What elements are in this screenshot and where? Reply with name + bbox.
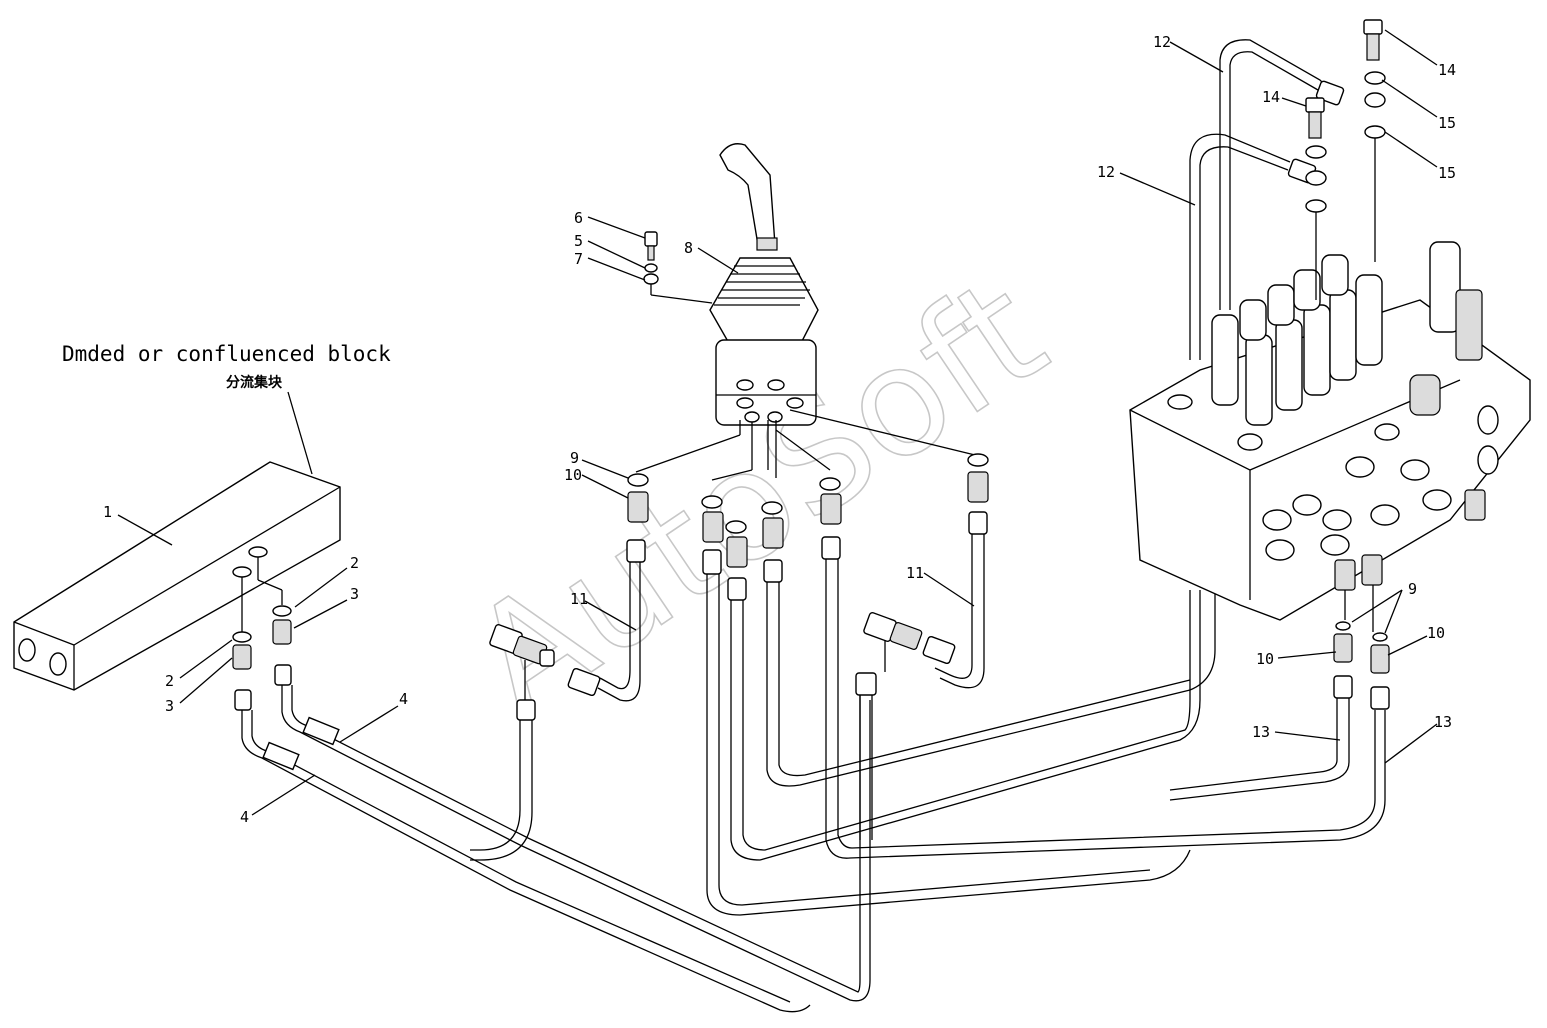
leader-lines [117,29,1438,816]
callout-3: 3 [350,585,359,603]
callout-4: 4 [399,690,408,708]
callout-10: 10 [1256,650,1274,668]
callout-6: 6 [574,209,583,227]
callout-11: 11 [570,590,588,608]
hose-12-pair [1189,19,1386,360]
callout-8: 8 [684,239,693,257]
callout-7: 7 [574,250,583,268]
callout-3: 3 [165,697,174,715]
callout-9: 9 [1408,580,1417,598]
callout-5: 5 [574,232,583,250]
callout-10: 10 [1427,624,1445,642]
callout-14: 14 [1262,88,1280,106]
callout-13: 13 [1434,713,1452,731]
tee-fitting-left [470,624,555,861]
callout-9: 9 [570,449,579,467]
callout-11: 11 [906,564,924,582]
valve-fittings [1169,585,1390,801]
callout-15: 15 [1438,164,1456,182]
callout-2: 2 [350,554,359,572]
joystick-pilot-lines [635,409,976,481]
multi-way-control-valve [1129,241,1531,621]
callout-15: 15 [1438,114,1456,132]
joystick-fittings [627,453,989,601]
callout-numbers: 1 2 3 2 3 4 4 6 5 7 8 9 10 11 11 12 12 1… [103,33,1456,826]
callout-4: 4 [240,808,249,826]
block-caption-chinese: 分流集块 [226,374,283,391]
callout-14: 14 [1438,61,1456,79]
diverter-block [13,461,341,691]
block-caption-english: Dmded or confluenced block [62,342,391,366]
callout-2: 2 [165,672,174,690]
hose-11-right [855,534,985,840]
hose-11-left [567,539,646,702]
callout-12: 12 [1153,33,1171,51]
block-fittings [232,557,292,711]
callout-10: 10 [564,466,582,484]
joystick-hoses [706,559,1386,916]
callout-1: 1 [103,503,112,521]
pilot-joystick-valve [709,143,819,426]
callout-13: 13 [1252,723,1270,741]
callout-12: 12 [1097,163,1115,181]
joystick-fasteners [643,231,713,304]
hose-4-pair [241,685,871,1013]
